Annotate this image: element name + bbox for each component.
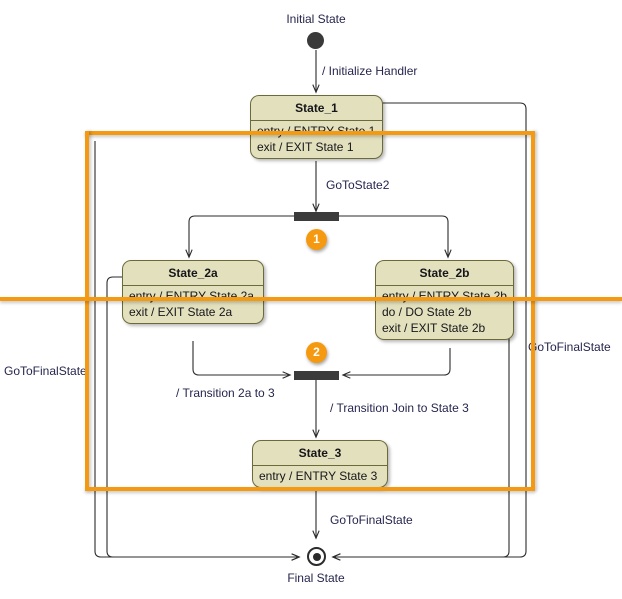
state-3-body: entry / ENTRY State 3	[253, 466, 387, 487]
highlight-rect-top	[85, 131, 535, 135]
wire-left-outer-rail	[95, 133, 299, 557]
transition-label-gotofinalstate-right: GoToFinalState	[528, 340, 611, 354]
state-2a-line-exit: exit / EXIT State 2a	[129, 305, 233, 319]
final-state-node[interactable]	[307, 547, 326, 566]
state-2a-body: entry / ENTRY State 2a exit / EXIT State…	[123, 286, 263, 323]
state-node-state-3[interactable]: State_3 entry / ENTRY State 3	[252, 440, 388, 488]
state-node-state-2a[interactable]: State_2a entry / ENTRY State 2a exit / E…	[122, 260, 264, 324]
initial-state-node[interactable]	[307, 32, 324, 49]
state-2b-line-exit: exit / EXIT State 2b	[382, 321, 486, 335]
highlight-rect-left	[85, 131, 89, 491]
transition-label-gotostate2: GoToState2	[326, 178, 390, 192]
wire-state2a-to-join	[192, 341, 290, 375]
wire-outer-left-to-final	[94, 141, 299, 557]
wire-fork-to-state2a	[189, 215, 295, 257]
state-node-state-1[interactable]: State_1 entry / ENTRY State 1 exit / EXI…	[250, 95, 383, 159]
state-1-title: State_1	[251, 96, 382, 121]
state-2b-body: entry / ENTRY State 2b do / DO State 2b …	[376, 286, 513, 339]
wire-state2b-to-join	[343, 348, 451, 375]
transition-label-initialize-handler: / Initialize Handler	[322, 64, 418, 78]
transition-label-2a-to-3: / Transition 2a to 3	[176, 386, 275, 400]
highlight-rect-bottom	[85, 487, 535, 491]
fork-bar[interactable]	[294, 212, 339, 221]
wire-fork-to-state2b	[338, 215, 448, 257]
transition-label-gotofinalstate-left: GoToFinalState	[4, 364, 87, 378]
state-2b-line-do: do / DO State 2b	[382, 305, 472, 319]
fork-badge[interactable]: 1	[306, 229, 327, 250]
highlight-rect-right	[531, 131, 535, 491]
state-2a-line-entry: entry / ENTRY State 2a	[129, 289, 254, 303]
state-3-line-entry: entry / ENTRY State 3	[259, 469, 378, 483]
state-3-title: State_3	[253, 441, 387, 466]
state-1-body: entry / ENTRY State 1 exit / EXIT State …	[251, 121, 382, 158]
state-2b-title: State_2b	[376, 261, 513, 286]
wire-state1-to-final-right	[333, 102, 527, 557]
highlight-scan-line	[0, 297, 622, 301]
join-bar[interactable]	[294, 371, 339, 380]
initial-state-label: Initial State	[286, 12, 346, 26]
transition-label-gotofinalstate-bottom: GoToFinalState	[330, 513, 413, 527]
join-badge[interactable]: 2	[306, 342, 327, 363]
final-state-label: Final State	[287, 571, 345, 585]
state-2a-title: State_2a	[123, 261, 263, 286]
state-1-line-exit: exit / EXIT State 1	[257, 140, 354, 154]
state-2b-line-entry: entry / ENTRY State 2b	[382, 289, 507, 303]
transition-label-join-to-state3: / Transition Join to State 3	[330, 401, 469, 415]
wire-state2a-left-stub	[107, 277, 122, 551]
